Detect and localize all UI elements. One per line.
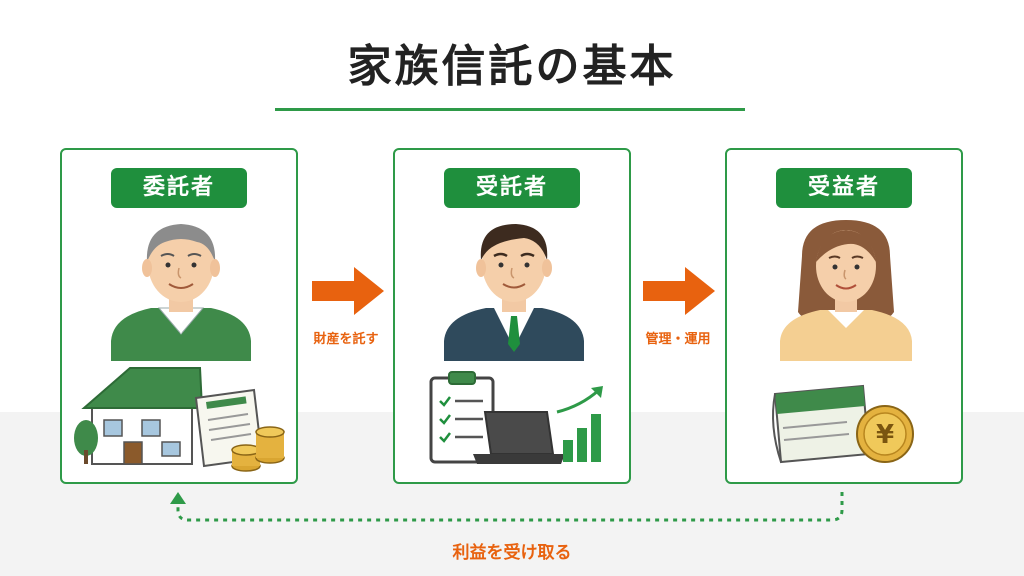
settlor-badge: 委託者 — [111, 168, 247, 208]
arrow-right-icon — [643, 267, 715, 315]
growth-chart-icon — [556, 386, 603, 462]
trustee-tools — [429, 371, 603, 464]
arrow-right-icon — [312, 267, 384, 315]
flow-label-manage: 管理・運用 — [645, 332, 711, 347]
flow-label-entrust: 財産を託す — [313, 332, 379, 347]
settlor-card: 委託者 — [60, 148, 298, 484]
businessman-icon — [444, 224, 584, 361]
coins-icon — [231, 426, 285, 472]
elderly-man-icon — [111, 224, 251, 361]
beneficiary-badge: 受益者 — [776, 168, 912, 208]
settlor-assets — [74, 367, 285, 472]
woman-icon — [780, 220, 912, 361]
yen-coin-icon: ¥ — [856, 405, 914, 463]
laptop-icon — [473, 411, 565, 464]
title-underline — [275, 108, 745, 111]
clipboard-icon — [429, 371, 495, 464]
passbook-icon — [772, 384, 871, 464]
svg-text:¥: ¥ — [876, 420, 894, 450]
trustee-badge: 受託者 — [444, 168, 580, 208]
beneficiary-card: 受益者 ¥ — [725, 148, 963, 484]
return-flow-arrow — [170, 492, 844, 522]
trustee-card: 受託者 — [393, 148, 631, 484]
page-title: 家族信託の基本 — [347, 41, 677, 92]
beneficiary-assets: ¥ — [772, 384, 914, 464]
return-flow-label: 利益を受け取る — [452, 543, 572, 563]
house-icon — [74, 367, 204, 465]
